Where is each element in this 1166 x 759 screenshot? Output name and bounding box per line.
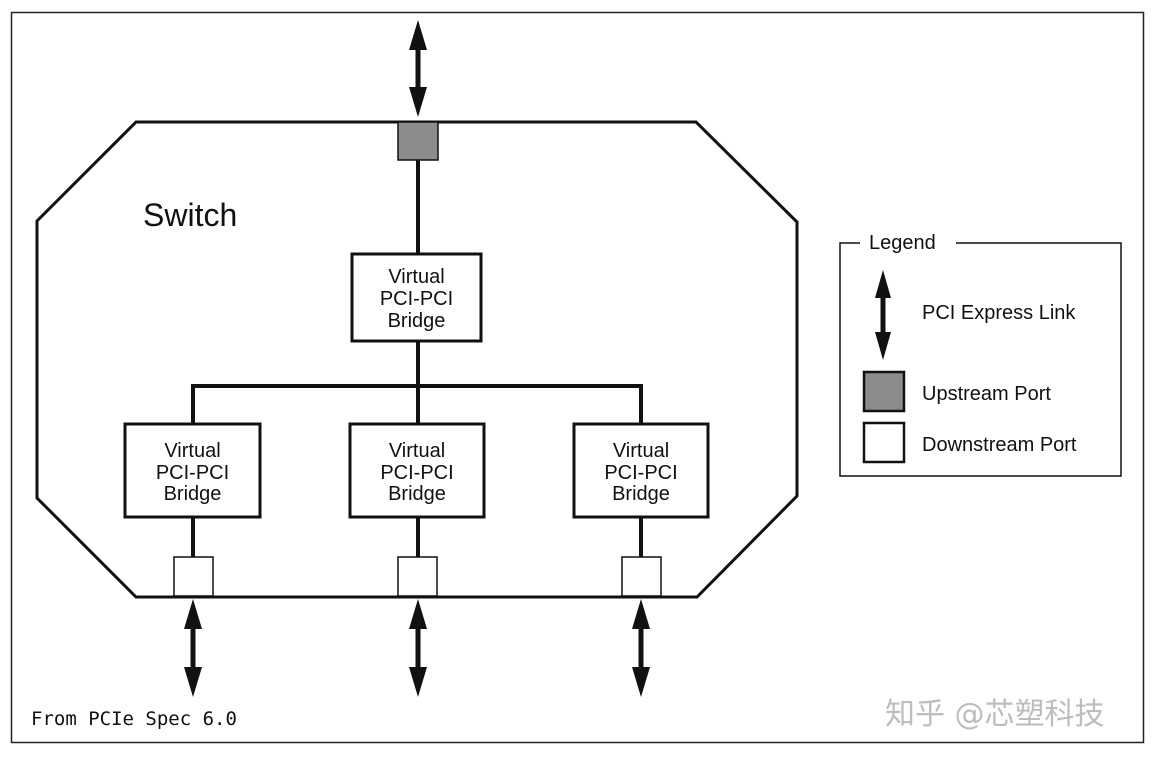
bridge-line: PCI-PCI: [604, 462, 677, 484]
bridge-line: PCI-PCI: [156, 462, 229, 484]
downstream-bridge-3: Virtual PCI-PCI Bridge: [572, 422, 710, 519]
downstream-link-arrow-2: [409, 599, 427, 697]
bridge-line: Bridge: [388, 310, 446, 332]
upstream-link-arrow: [409, 20, 427, 117]
downstream-port-3: [621, 556, 662, 597]
switch-label: Switch: [143, 197, 237, 233]
downstream-bridge-2: Virtual PCI-PCI Bridge: [348, 422, 486, 519]
legend-title-mask: [860, 230, 956, 256]
bridge-line: Virtual: [388, 266, 444, 288]
downstream-bridge-1: Virtual PCI-PCI Bridge: [123, 422, 262, 519]
downstream-link-arrow-1: [184, 599, 202, 697]
source-note: From PCIe Spec 6.0: [31, 708, 237, 730]
legend-title: Legend: [869, 232, 936, 254]
bridge-line: Bridge: [388, 483, 446, 505]
legend-downstream-swatch: [862, 421, 906, 464]
upstream-bridge: Virtual PCI-PCI Bridge: [350, 252, 483, 343]
legend-link-label: PCI Express Link: [922, 302, 1076, 324]
bridge-line: PCI-PCI: [380, 288, 453, 310]
legend: Legend PCI Express Link Upstream Port Do…: [839, 230, 1122, 477]
bridge-line: Bridge: [164, 483, 222, 505]
legend-upstream-swatch: [862, 370, 906, 413]
downstream-port-1: [173, 556, 214, 597]
downstream-link-arrow-3: [632, 599, 650, 697]
legend-upstream-label: Upstream Port: [922, 383, 1051, 405]
upstream-port: [397, 121, 439, 161]
bridge-line: Bridge: [612, 483, 670, 505]
downstream-port-2: [397, 556, 438, 597]
legend-downstream-label: Downstream Port: [922, 434, 1077, 456]
bridge-line: Virtual: [164, 440, 220, 462]
legend-link-arrow: [875, 270, 891, 360]
bridge-line: Virtual: [389, 440, 445, 462]
bridge-line: PCI-PCI: [380, 462, 453, 484]
bridge-line: Virtual: [613, 440, 669, 462]
watermark: 知乎 @芯塑科技: [885, 697, 1105, 732]
